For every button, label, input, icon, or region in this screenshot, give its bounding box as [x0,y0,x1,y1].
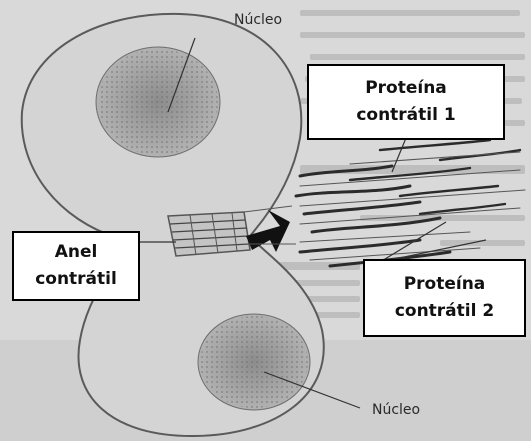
nucleus-bottom [198,314,310,410]
protein2-label-box: Proteína contrátil 2 [363,259,526,337]
ring-label-line1: Anel [55,239,98,266]
protein1-label-line1: Proteína [365,75,447,102]
filament-bundle [296,140,525,266]
contractile-ring [168,212,250,256]
ring-label-box: Anel contrátil [12,231,140,301]
nucleus-top [96,47,220,157]
nucleus-bottom-label: Núcleo [372,402,420,418]
protein2-label-line1: Proteína [404,271,486,298]
protein1-label-line2: contrátil 1 [356,102,455,129]
nucleus-top-label: Núcleo [234,12,282,28]
ring-label-line2: contrátil [35,266,117,293]
protein2-label-line2: contrátil 2 [395,298,494,325]
protein1-leader [392,138,406,172]
protein1-label-box: Proteína contrátil 1 [307,64,505,140]
